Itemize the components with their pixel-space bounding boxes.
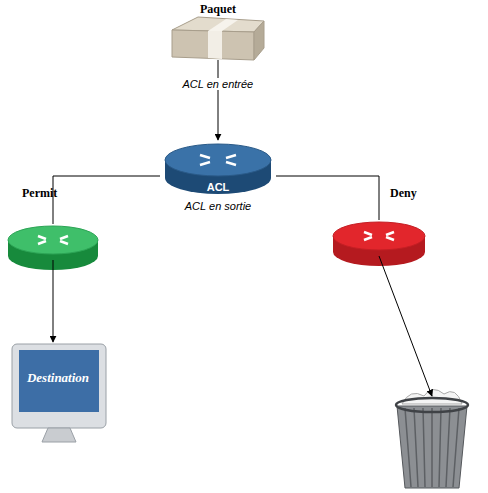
node-label: Paquet (166, 2, 270, 16)
destination-monitor: Destination (10, 342, 106, 442)
deny-router: Deny (333, 220, 425, 256)
bin-body (397, 406, 467, 488)
router-top (8, 226, 98, 254)
bin-rim (396, 398, 468, 412)
connector (53, 176, 160, 224)
trash-icon (396, 389, 468, 488)
package-front (172, 30, 254, 60)
connector (218, 60, 219, 140)
connector (276, 176, 379, 220)
monitor-stand (42, 428, 76, 442)
package-top (172, 17, 264, 32)
package-tape (208, 31, 222, 59)
acl-router: ACLACL en sortie (160, 140, 276, 196)
monitor-icon (12, 344, 106, 442)
permit-router: Permit (8, 224, 98, 260)
node-label: ACL en sortie (160, 200, 276, 213)
node-label: Deny (390, 186, 417, 200)
router-arrows (364, 232, 394, 240)
router-red (333, 222, 425, 266)
bin-mesh (405, 408, 459, 487)
node-label: Permit (22, 186, 57, 200)
edge-label: ACL en entrée (181, 78, 256, 90)
bin-paper (402, 389, 462, 404)
connector (53, 260, 54, 342)
router-arrows (38, 236, 68, 244)
connector (379, 256, 432, 396)
package-node: Paquet (166, 0, 270, 60)
node-label: Destination (10, 370, 106, 386)
trash-bin (394, 396, 470, 490)
package-tape (208, 19, 238, 31)
router-top (333, 222, 425, 250)
router-top (165, 144, 271, 176)
router-arrows (200, 155, 236, 165)
package-side (254, 21, 264, 60)
package-icon (172, 17, 264, 60)
monitor-frame (12, 344, 106, 428)
node-label: ACL (160, 181, 276, 194)
